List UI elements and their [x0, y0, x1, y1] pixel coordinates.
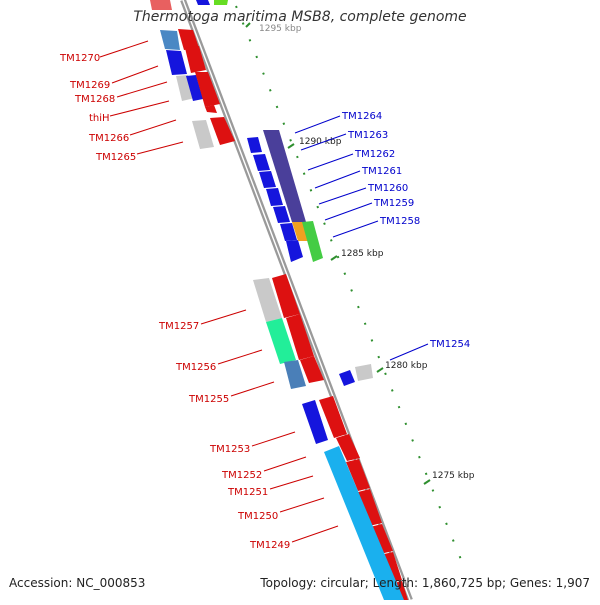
gene-feature [210, 117, 235, 145]
forward-gene-labels: TM1270 TM1269 TM1268 thiH TM1266 TM1265 … [59, 40, 339, 551]
gene-feature [185, 46, 206, 73]
tick-label-1: 1290 kbp [299, 137, 342, 147]
tick-marks: 1295 kbp 1290 kbp 1285 kbp 1280 kbp 1275… [245, 22, 475, 485]
gene-feature [247, 137, 262, 153]
gene-feature [266, 188, 283, 206]
gene-label[interactable]: TM1260 [367, 183, 408, 194]
gene-feature [192, 120, 214, 149]
genome-title: Thermotoga maritima MSB8, complete genom… [133, 9, 467, 25]
tick-label-2: 1285 kbp [341, 249, 384, 259]
tick-mark-3 [376, 367, 384, 373]
gene-label[interactable]: TM1251 [227, 487, 268, 498]
gene-label[interactable]: TM1264 [341, 111, 382, 122]
gene-feature [358, 489, 382, 526]
gene-label[interactable]: TM1263 [347, 130, 388, 141]
gene-feature [370, 524, 393, 554]
gene-label[interactable]: TM1262 [354, 149, 395, 160]
gene-label[interactable]: TM1261 [361, 166, 402, 177]
gene-feature [196, 0, 210, 5]
gene-feature [253, 278, 282, 322]
gene-feature [355, 364, 373, 381]
gene-feature [300, 356, 324, 383]
gene-label[interactable]: TM1258 [379, 216, 420, 227]
gene-feature [273, 206, 290, 223]
gene-feature [286, 240, 303, 262]
gene-feature [176, 75, 195, 101]
gene-label[interactable]: TM1268 [74, 94, 115, 105]
gene-feature [336, 434, 360, 461]
tick-mark-4 [423, 479, 431, 485]
gene-feature [272, 274, 300, 318]
gene-feature [280, 223, 297, 241]
reverse-gene-labels: TM1264 TM1263 TM1262 TM1261 TM1260 TM125… [294, 111, 470, 361]
tick-mark-0 [245, 22, 251, 28]
gene-label[interactable]: TM1265 [95, 152, 136, 163]
gene-feature [302, 221, 323, 262]
gene-feature [319, 396, 347, 438]
gene-feature [286, 314, 314, 360]
gene-label[interactable]: TM1266 [88, 133, 129, 144]
gene-label[interactable]: TM1250 [237, 511, 278, 522]
gene-feature [324, 446, 404, 600]
gene-label[interactable]: TM1270 [59, 53, 100, 64]
gene-label[interactable]: thiH [89, 113, 110, 124]
gene-label[interactable]: TM1252 [221, 470, 262, 481]
tick-label-4: 1275 kbp [432, 471, 475, 481]
gene-feature [186, 75, 203, 101]
gene-feature [214, 0, 228, 5]
genome-summary-label: Topology: circular; Length: 1,860,725 bp… [260, 576, 590, 590]
tick-label-0: 1295 kbp [259, 24, 302, 34]
gene-feature [259, 171, 276, 188]
tick-mark-2 [330, 255, 338, 261]
gene-label[interactable]: TM1253 [209, 444, 250, 455]
gene-feature [253, 154, 270, 171]
gene-feature [339, 370, 355, 386]
gene-feature [195, 72, 220, 107]
tick-mark-1 [287, 143, 295, 149]
gene-feature [150, 0, 172, 10]
gene-feature [166, 50, 187, 75]
tick-label-3: 1280 kbp [385, 361, 428, 371]
gene-feature [346, 459, 370, 491]
gene-feature [302, 400, 328, 444]
gene-feature [266, 318, 296, 364]
gene-label[interactable]: TM1269 [69, 80, 110, 91]
gene-label[interactable]: TM1257 [158, 321, 199, 332]
gene-feature [205, 105, 217, 113]
gene-label[interactable]: TM1249 [249, 540, 290, 551]
gene-feature [160, 30, 180, 50]
gene-feature [284, 360, 306, 389]
gene-feature [263, 130, 306, 222]
gene-tiles [150, 0, 408, 600]
gene-feature [178, 29, 199, 50]
gene-label[interactable]: TM1255 [188, 394, 229, 405]
gene-label[interactable]: TM1256 [175, 362, 216, 373]
accession-label: Accession: NC_000853 [9, 576, 146, 590]
gene-label[interactable]: TM1254 [429, 339, 470, 350]
gene-label[interactable]: TM1259 [373, 198, 414, 209]
